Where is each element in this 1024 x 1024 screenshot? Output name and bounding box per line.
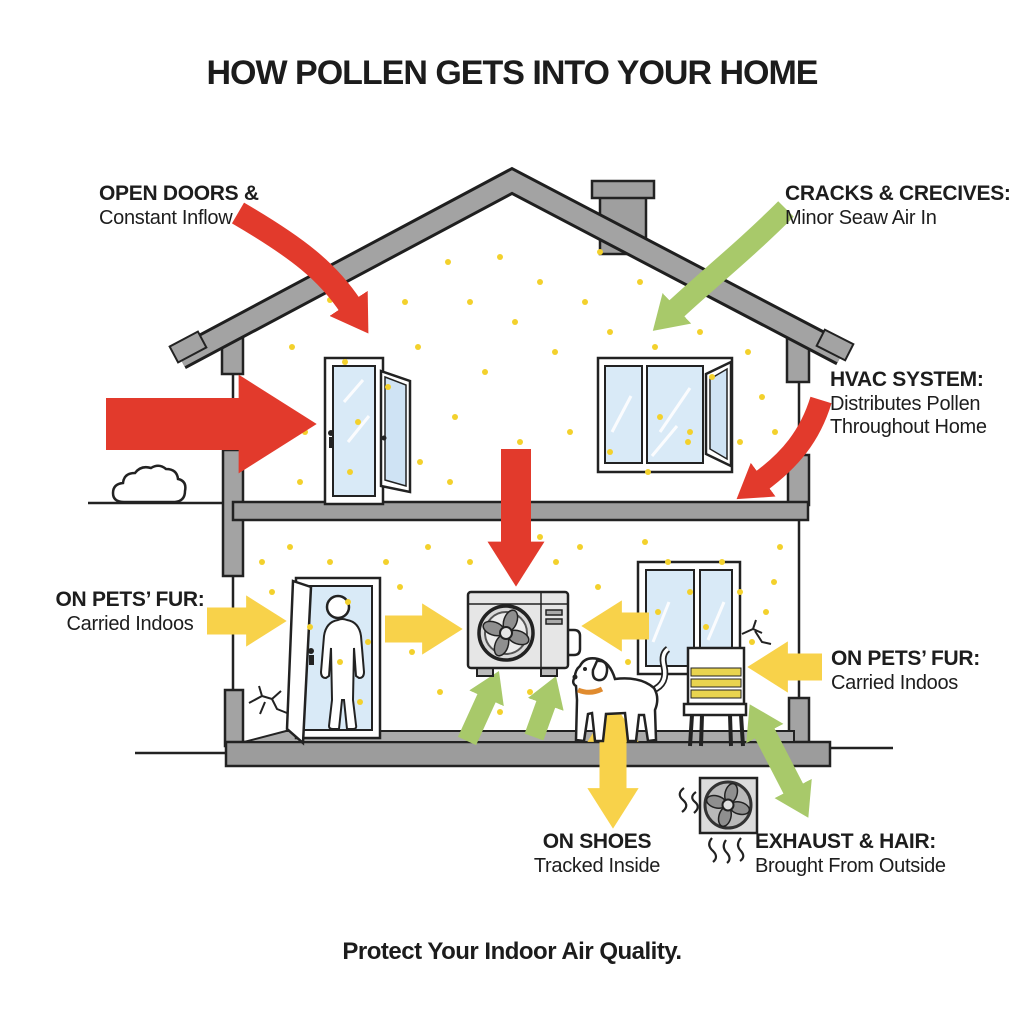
label-shoes-heading: ON SHOES (542, 830, 652, 853)
arrow-hvac-right (736, 396, 832, 500)
label-pets-right: ON PETS’ FUR: Carried Indoos (831, 647, 980, 695)
label-hvac-heading: HVAC SYSTEM: (830, 368, 984, 391)
arrow-exhaust-exchange (746, 704, 812, 818)
label-shoes: ON SHOES Tracked Inside (502, 830, 692, 878)
open-door-panel (285, 579, 313, 746)
label-hvac-sub1: Distributes Pollen (830, 392, 981, 415)
person-silhouette (319, 594, 366, 730)
exhaust-fan-icon (678, 776, 759, 864)
cloud-icon (111, 464, 187, 504)
label-cracks-heading: CRACKS & CRECIVES: (785, 182, 1011, 205)
label-cracks: CRACKS & CRECIVES: Minor Seaw Air In (785, 182, 1011, 230)
footer-tagline: Protect Your Indoor Air Quality. (342, 938, 682, 965)
label-hvac-sub2: Throughout Home (830, 416, 987, 439)
label-open-doors: OPEN DOORS & Constant Inflow (99, 182, 259, 230)
door-handle-icon (308, 648, 314, 654)
arrow-open-doors-inflow (231, 202, 369, 334)
label-open-doors-sub: Constant Inflow (99, 206, 233, 229)
wall-crack-left (248, 685, 288, 715)
arrow-floor-to-hvac-1 (457, 670, 504, 746)
house-roof (168, 166, 855, 370)
label-pets-left-heading: ON PETS’ FUR: (55, 588, 205, 611)
air-squiggles (678, 787, 699, 814)
label-pets-right-heading: ON PETS’ FUR: (831, 647, 980, 670)
hvac-outdoor-unit (466, 590, 582, 677)
label-hvac: HVAC SYSTEM: Distributes Pollen Througho… (830, 368, 987, 440)
arrow-floor-to-hvac-2 (524, 676, 564, 741)
lower-left-entry-door (285, 576, 382, 746)
air-squiggles (708, 837, 745, 864)
chair (682, 646, 748, 747)
label-exhaust-heading: EXHAUST & HAIR: (755, 830, 937, 853)
label-pets-left-sub: Carried Indoos (66, 612, 194, 635)
door-handle-icon (328, 430, 334, 436)
label-shoes-sub: Tracked Inside (533, 854, 661, 877)
label-cracks-sub: Minor Seaw Air In (785, 206, 937, 229)
page-title: HOW POLLEN GETS INTO YOUR HOME (206, 54, 818, 92)
label-exhaust: EXHAUST & HAIR: Brought From Outside (755, 830, 946, 878)
arrow-cracks-seep (652, 201, 794, 331)
label-open-doors-heading: OPEN DOORS & (99, 182, 259, 205)
fan-icon (477, 604, 535, 662)
dog-icon (572, 646, 671, 743)
label-pets-right-sub: Carried Indoos (831, 671, 958, 694)
wall-crack-right (741, 619, 772, 645)
label-pets-left: ON PETS’ FUR: Carried Indoos (40, 588, 220, 636)
label-exhaust-sub: Brought From Outside (755, 854, 946, 877)
upper-left-door-window (323, 356, 412, 506)
